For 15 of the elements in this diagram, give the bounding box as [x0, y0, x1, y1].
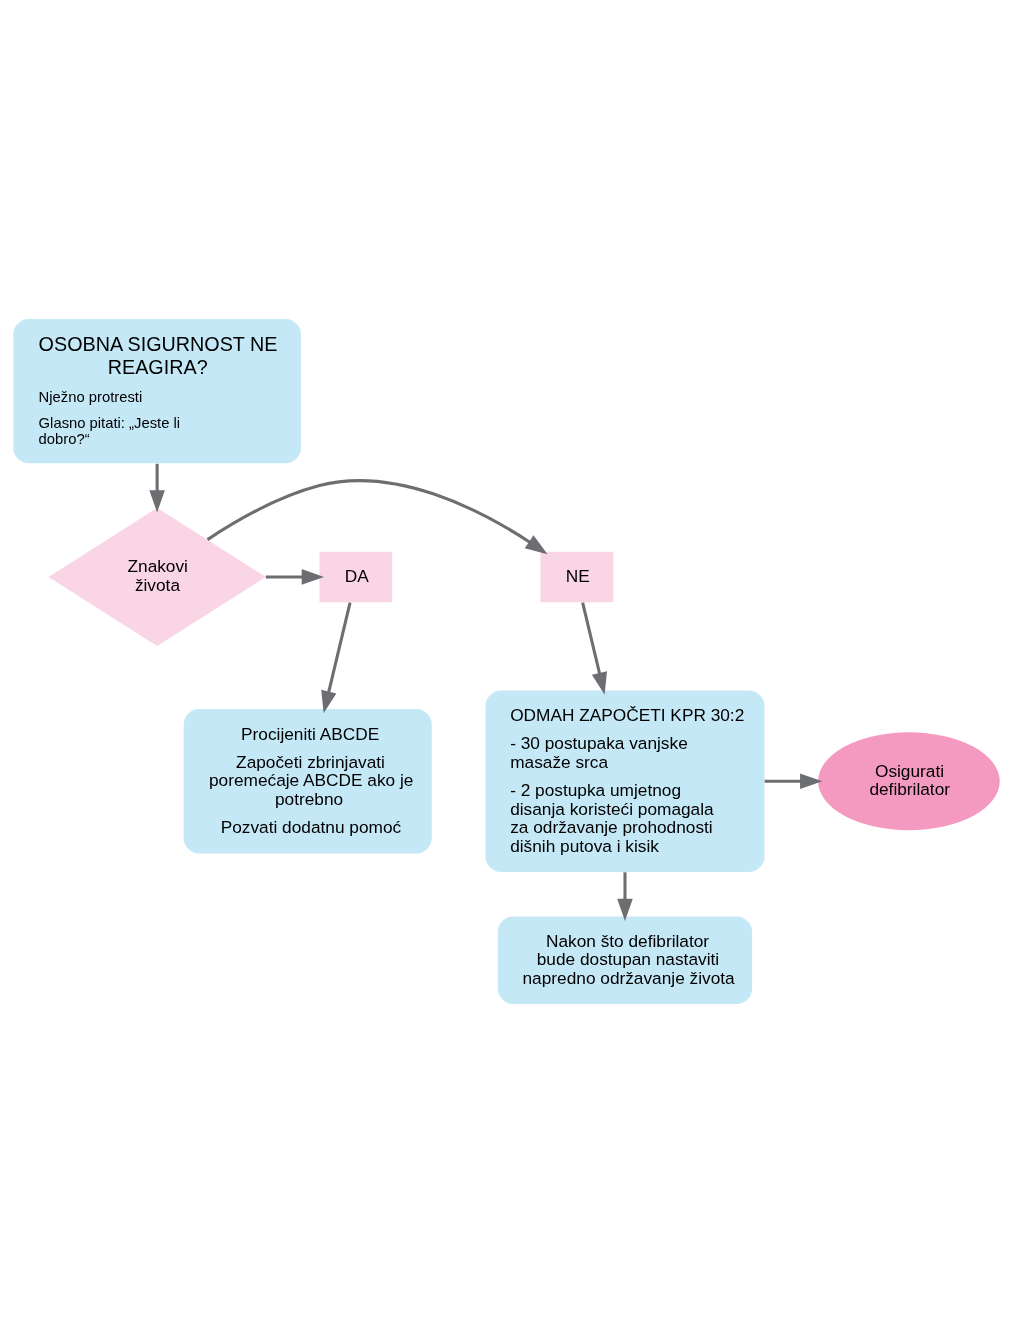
- node-box: OSOBNA SIGURNOST NE REAGIRA? Nježno protresti Glasno pitati: „Jeste li dobro?“: [13, 318, 301, 463]
- node-box: DA: [319, 551, 393, 602]
- node-box: ODMAH ZAPOČETI KPR 30:2 - 30 postupaka vanjske masaže srca - 2 postupka umjetnog disanja koristeći pomagala za održavanje prohodnosti dišnih putova i kisik: [485, 690, 765, 872]
- arrow: [581, 601, 608, 695]
- arrow: [149, 463, 165, 512]
- arrow: [321, 601, 352, 713]
- arrow: [617, 871, 633, 921]
- arrow: [206, 478, 548, 554]
- node-diamond: Znakovi života: [48, 507, 266, 646]
- arrow: [265, 568, 324, 585]
- node-box: Nakon što defibrilator bude dostupan nastaviti napredno održavanje života: [497, 915, 753, 1004]
- arrow: [764, 772, 823, 789]
- node-box: Procijeniti ABCDE Započeti zbrinjavati poremećaje ABCDE ako je potrebno Pozvati dodatnu pomoć: [183, 708, 432, 853]
- node-box: NE: [540, 551, 614, 602]
- node-ellipse: Osigurati defibrilator: [818, 731, 1000, 830]
